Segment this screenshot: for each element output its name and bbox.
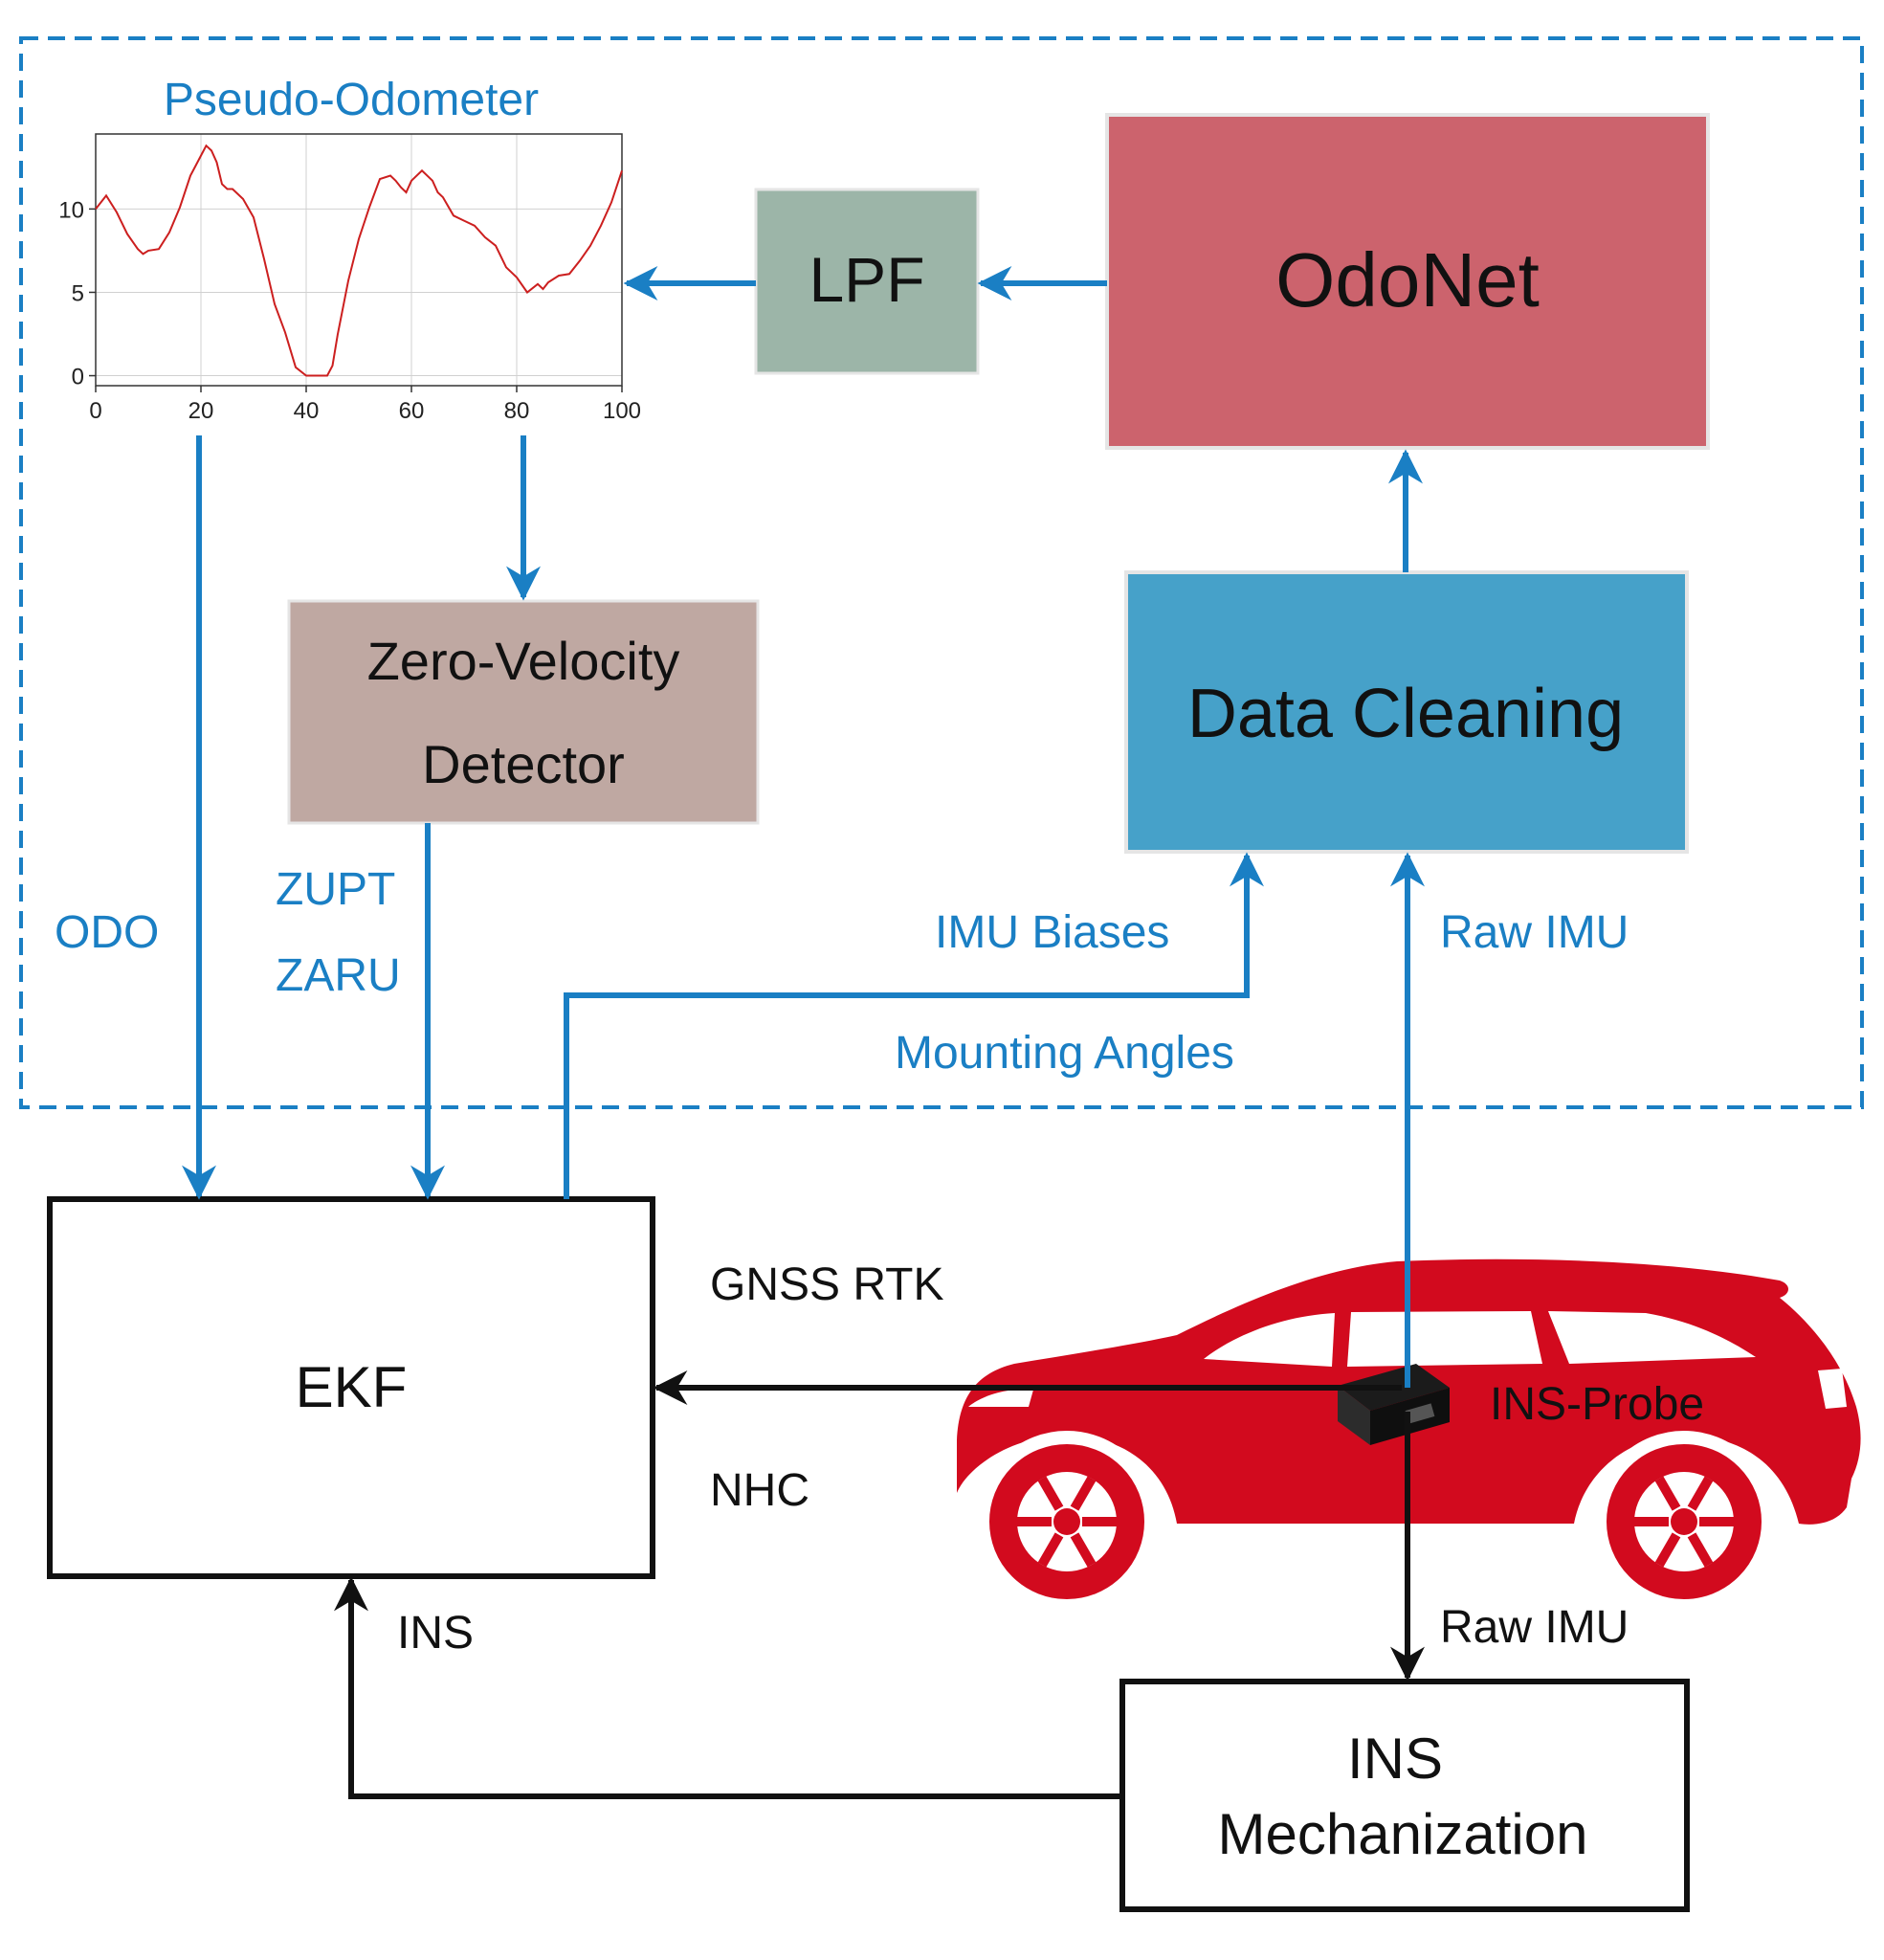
label-raw-imu-top: Raw IMU [1440,907,1629,958]
plot-xtick-label: 100 [603,398,641,424]
car-wheel-spoke [1070,1476,1097,1511]
car-taillight [1818,1369,1847,1409]
ins-mechanization-block[interactable] [1119,1679,1690,1912]
plot-xtick-label: 60 [399,398,425,424]
label-zupt: ZUPT [276,864,395,915]
ins-mech-label-line1: INS [1347,1726,1443,1791]
odonet-label: OdoNet [1275,237,1540,323]
plot-xtick-label: 80 [504,398,530,424]
zvd-label-line1: Zero-Velocity [367,631,680,691]
car-wheel-spoke [1654,1532,1681,1568]
car-wheel-spoke [1037,1532,1064,1568]
ins-mech-label-line2: Mechanization [1218,1802,1588,1866]
car-window-rear [1548,1311,1756,1364]
data-cleaning-block[interactable] [1124,570,1689,854]
car-headlight [968,1389,1033,1407]
car-window-middle [1347,1311,1542,1367]
plot-title: Pseudo-Odometer [164,75,539,125]
label-mounting-angles: Mounting Angles [895,1028,1234,1079]
ekf-label: EKF [296,1355,408,1419]
label-ins-probe: INS-Probe [1490,1379,1704,1430]
car-wheel-front-hub [1053,1508,1080,1535]
data-cleaning-label: Data Cleaning [1187,676,1624,752]
plot-xtick-label: 40 [294,398,320,424]
ins-probe-side [1338,1386,1370,1445]
car-wheel-rear-hub [1671,1508,1697,1535]
plot-ytick-label: 0 [72,365,84,390]
car-wheel-spokes [1017,1476,1734,1568]
zero-velocity-detector-block[interactable] [287,599,760,825]
plot-xtick-label: 0 [89,398,101,424]
label-raw-imu-bottom: Raw IMU [1440,1602,1629,1653]
odonet-module-boundary [19,36,1864,1109]
pseudo-odometer-plot: Pseudo-Odometer 0 20 40 60 80 100 0 5 10 [58,75,641,424]
blue-flows [182,266,1425,1388]
plot-ytick-label: 10 [58,197,84,223]
car-window-front [1204,1313,1335,1367]
zvd-label-line2: Detector [422,734,625,794]
ins-probe-connector [1405,1403,1435,1424]
plot-series-line [95,144,623,377]
car-wheel-spoke [1687,1476,1714,1511]
ekf-block[interactable] [47,1196,655,1579]
arrow-ekf-to-data-cleaning [564,852,1264,1199]
lpf-label: LPF [809,244,924,315]
plot-xtick-label: 20 [188,398,214,424]
label-odo: ODO [55,907,159,958]
plot-ticks: 0 20 40 60 80 100 0 5 10 [58,197,641,424]
car-wheel-spoke [1070,1532,1097,1568]
label-gnss-rtk: GNSS RTK [710,1259,944,1310]
plot-frame [95,133,623,387]
plot-ytick-label: 5 [72,280,84,306]
label-nhc: NHC [710,1465,809,1516]
car-wheel-spoke [1687,1532,1714,1568]
odonet-block[interactable] [1105,113,1710,450]
car-wheel-spoke [1037,1476,1064,1511]
black-flows [334,1370,1425,1799]
plot-grid [95,134,623,386]
car-wheel-spoke [1654,1476,1681,1511]
arrow-ins-mech-to-ekf [334,1576,1122,1799]
label-zaru: ZARU [276,950,401,1001]
label-imu-biases: IMU Biases [935,907,1169,958]
label-ins: INS [397,1608,474,1659]
